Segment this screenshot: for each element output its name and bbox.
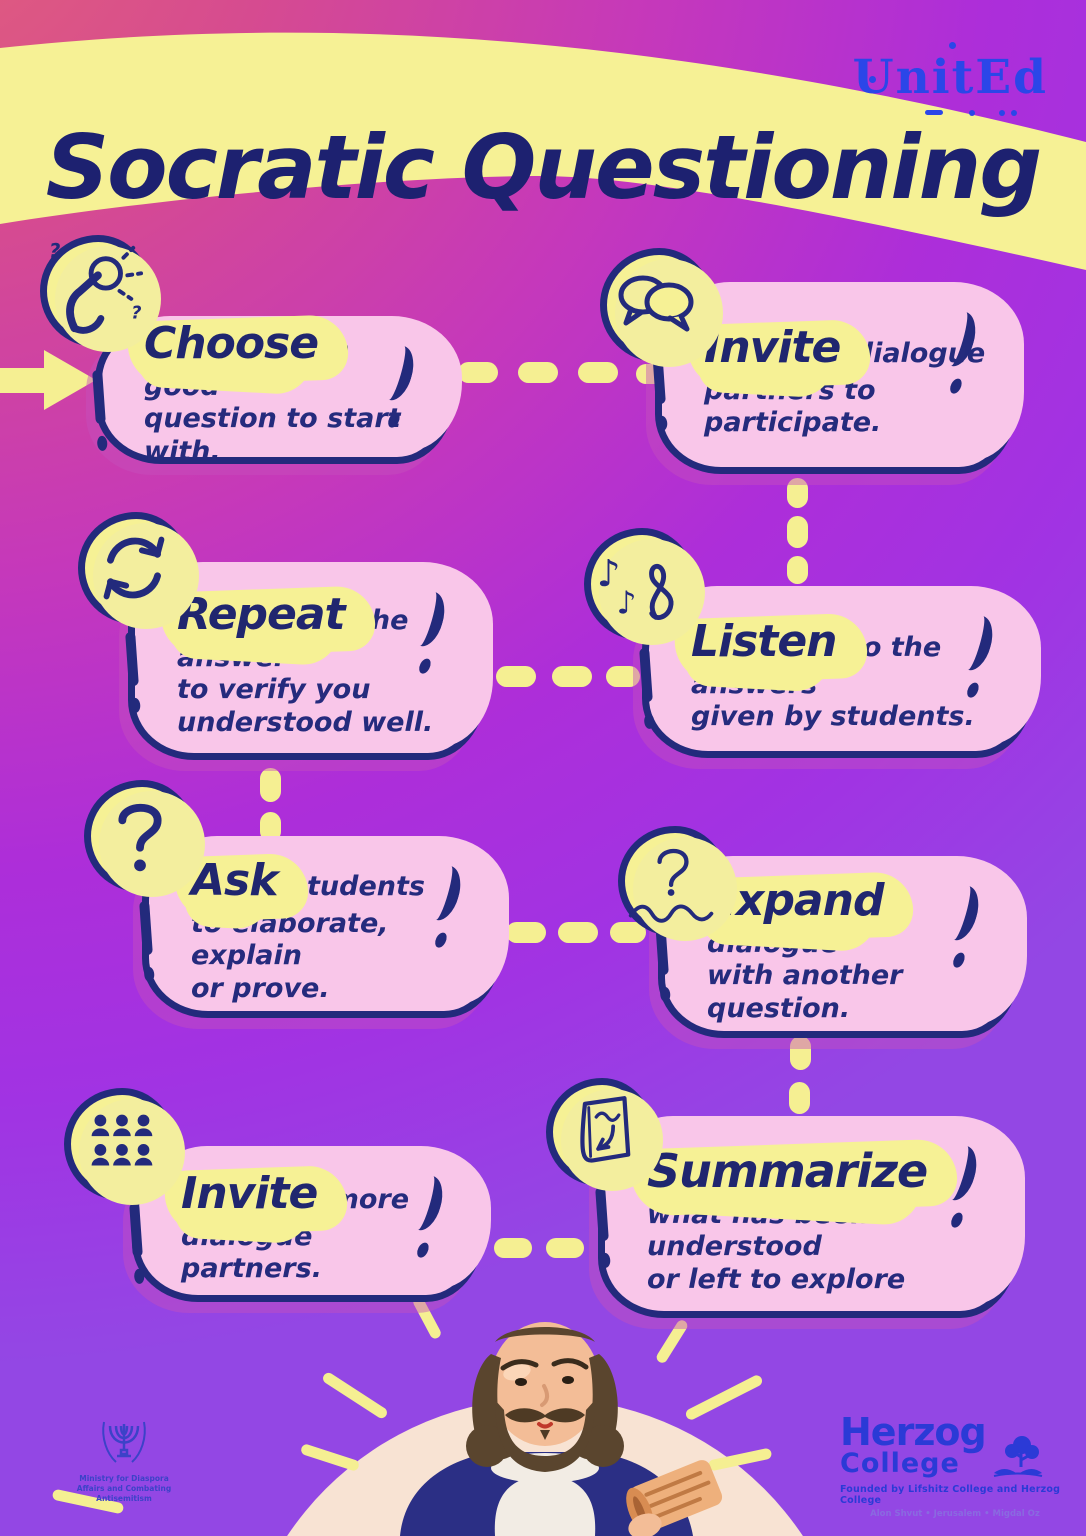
- connector-dash: [787, 516, 808, 548]
- summary-note-icon: [546, 1078, 654, 1186]
- step-keyword: Invite: [181, 1168, 321, 1221]
- united-nikud-dot: [868, 76, 876, 83]
- step-description: a good question to start with.: [144, 334, 401, 467]
- connector-dash: [496, 666, 536, 687]
- connector-dash: [506, 922, 546, 943]
- question-mark-icon: [84, 780, 196, 892]
- united-logo-text: UnitEd: [852, 50, 1048, 105]
- herzog-college-logo: Herzog College Founded by Lifshitz Colle…: [840, 1410, 1070, 1520]
- step-bubble-summarize: Summarize what has been understood or le…: [595, 1122, 1018, 1318]
- step-bubble-choose: Choose a good question to start with.: [92, 318, 455, 467]
- herzog-logo-sub: College: [840, 1448, 960, 1480]
- connector-dash: [546, 1238, 584, 1258]
- united-logo: UnitEd: [852, 42, 1048, 116]
- united-nikud-dot: [948, 42, 956, 49]
- connector-dash: [518, 362, 558, 383]
- ministry-logo: Ministry for Diaspora Affairs and Combat…: [62, 1414, 186, 1504]
- connector-dash: [787, 478, 808, 508]
- bubble-accent-mark: [139, 900, 153, 956]
- bubble-accent-mark: [595, 1186, 609, 1242]
- herzog-logo-name: Herzog: [840, 1410, 987, 1454]
- connector-dash: [787, 556, 808, 584]
- speech-bubbles-icon: [600, 248, 714, 362]
- step-keyword: Invite: [704, 322, 844, 375]
- step-keyword: Listen: [691, 616, 841, 669]
- connector-dash: [789, 1082, 810, 1114]
- step-keyword: Repeat: [177, 589, 349, 642]
- svg-text:♪: ♪: [616, 585, 636, 621]
- scribble-question-icon: [618, 826, 728, 936]
- united-nikud-marks: [907, 108, 1027, 116]
- people-group-icon: [64, 1088, 176, 1200]
- herzog-tree-icon: [993, 1436, 1042, 1478]
- cycle-arrows-icon: [78, 512, 190, 624]
- connector-dash: [552, 666, 592, 687]
- ministry-text-line: Ministry for Diaspora: [79, 1474, 169, 1483]
- israel-emblem-menorah-icon: [102, 1421, 146, 1463]
- pointer-question-icon: ? ?: [40, 235, 152, 347]
- bubble-accent-mark: [639, 647, 653, 702]
- svg-text:♪: ♪: [597, 551, 621, 595]
- herzog-locations: Alon Shvut • Jerusalem • Migdal Oz: [870, 1509, 1040, 1520]
- connector-dash: [610, 922, 646, 943]
- step-keyword: Ask: [191, 855, 282, 908]
- connector-dash: [790, 1036, 811, 1070]
- step-keyword: Summarize: [647, 1144, 931, 1199]
- step-bubble-listen: Listen to the answers given by students.: [639, 592, 1034, 758]
- svg-text:?: ?: [131, 303, 141, 323]
- bubble-accent-mark: [125, 631, 139, 687]
- svg-text:?: ?: [49, 242, 60, 263]
- herzog-tagline: Founded by Lifshitz College and Herzog C…: [840, 1484, 1061, 1507]
- connector-dash: [260, 768, 281, 802]
- connector-dash: [494, 1238, 532, 1258]
- step-bubble-invite-more: Invite more dialogue partners.: [129, 1152, 484, 1302]
- connector-dash: [458, 362, 498, 383]
- connector-dash: [558, 922, 598, 943]
- connector-dash: [260, 812, 281, 842]
- connector-dash: [606, 666, 640, 687]
- music-notes-icon: ♪ ♪: [584, 528, 696, 640]
- page-title: Socratic Questioning: [45, 116, 1042, 219]
- ministry-text-line: Antisemitism: [96, 1494, 152, 1504]
- step-bubble-ask: Ask students to elaborate, explain or pr…: [139, 842, 502, 1018]
- step-keyword: Choose: [144, 318, 322, 371]
- start-arrow-icon: [44, 350, 96, 410]
- shakespeare-illustration: [400, 1322, 723, 1536]
- ministry-text-line: Affairs and Combating: [76, 1484, 172, 1494]
- start-arrow-shaft: [0, 368, 48, 393]
- connector-dash: [578, 362, 618, 383]
